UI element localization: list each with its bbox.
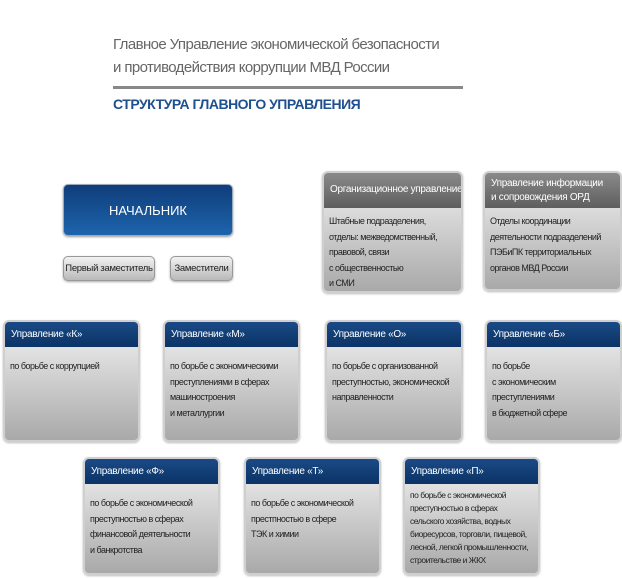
card-body: по борьбе с экономическими преступлениям…: [170, 361, 279, 418]
department-t-card: Управление «Т» по борьбе с экономической…: [244, 457, 381, 575]
department-o-card: Управление «О» по борьбе с организованно…: [325, 320, 463, 442]
card-title: Управление «Т»: [246, 459, 379, 484]
page-subtitle: Главное Управление экономической безопас…: [113, 33, 440, 79]
department-b-card: Управление «Б» по борьбе с экономическим…: [485, 320, 622, 442]
divider: [113, 86, 463, 89]
department-p-card: Управление «П» по борьбе с экономической…: [403, 457, 540, 575]
page-title: СТРУКТУРА ГЛАВНОГО УПРАВЛЕНИЯ: [113, 96, 361, 112]
card-title: Управление «М»: [165, 322, 298, 347]
card-title: Организационное управление: [324, 173, 461, 208]
card-body: Отделы координации деятельности подразде…: [490, 216, 601, 273]
card-body: по борьбе с экономической преступностью …: [90, 498, 193, 555]
deputies-box: Заместители: [170, 256, 233, 281]
first-deputy-box: Первый заместитель: [63, 256, 155, 281]
card-title: Управление «Ф»: [85, 459, 218, 484]
info-department-card: Управление информации и сопровождения ОР…: [483, 171, 622, 291]
card-title: Управление «П»: [405, 459, 538, 484]
card-body: по борьбе с экономической престпностью в…: [251, 498, 354, 539]
card-body: Штабные подразделения, отделы: межведомс…: [329, 216, 438, 288]
department-m-card: Управление «М» по борьбе с экономическим…: [163, 320, 300, 442]
chief-box: НАЧАЛЬНИК: [63, 184, 233, 236]
card-title: Управление информации и сопровождения ОР…: [485, 173, 620, 208]
department-f-card: Управление «Ф» по борьбе с экономической…: [83, 457, 220, 575]
card-title: Управление «О»: [327, 322, 461, 347]
org-department-card: Организационное управление Штабные подра…: [322, 171, 463, 293]
department-k-card: Управление «К» по борьбе с коррупцией: [3, 320, 140, 442]
card-body: по борьбе с организованной преступностью…: [332, 361, 450, 402]
card-body: по борьбе с экономической преступностью …: [410, 490, 529, 565]
subtitle-line-2: и противодействия коррупции МВД России: [113, 59, 390, 76]
subtitle-line-1: Главное Управление экономической безопас…: [113, 36, 440, 53]
card-title: Управление «К»: [5, 322, 138, 347]
card-body: по борьбе с экономическим преступлениями…: [492, 361, 568, 418]
card-body: по борьбе с коррупцией: [10, 361, 100, 371]
card-title: Управление «Б»: [487, 322, 620, 347]
